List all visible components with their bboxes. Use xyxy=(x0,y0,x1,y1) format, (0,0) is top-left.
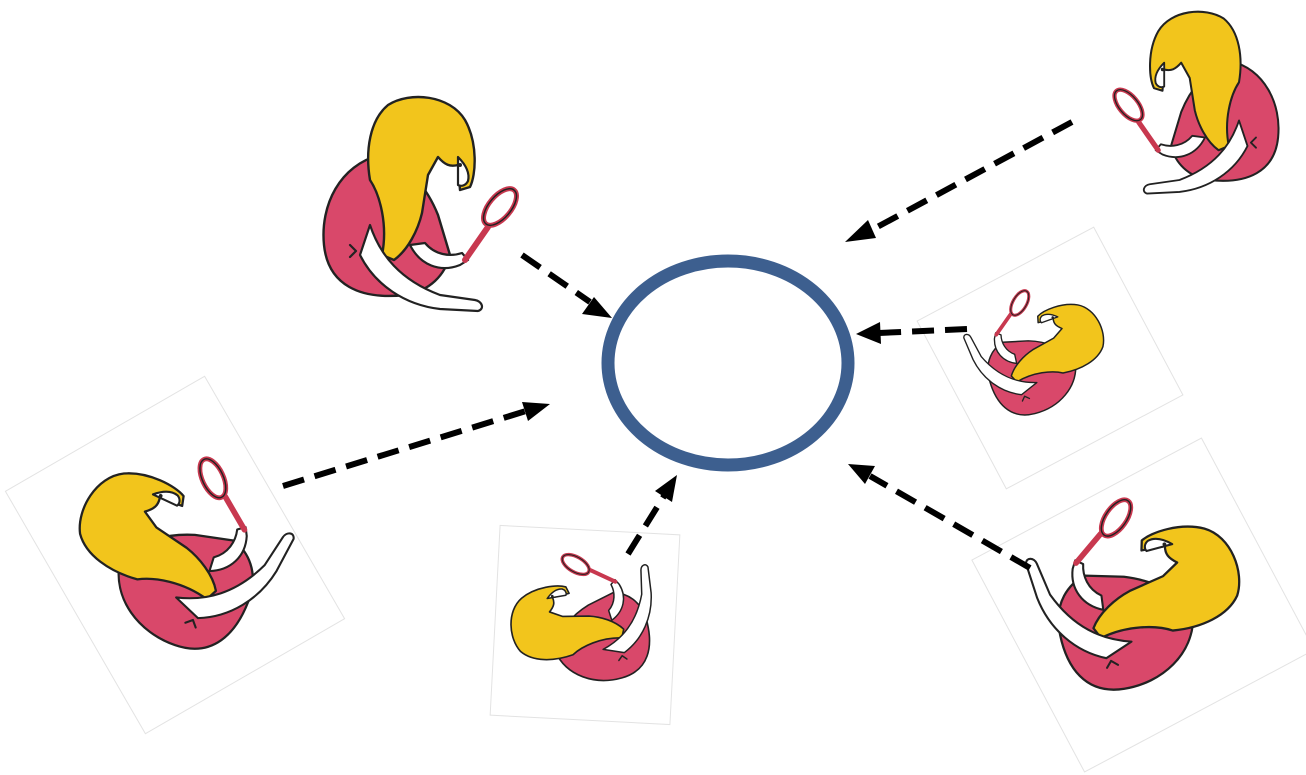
arrow xyxy=(520,252,612,318)
arrow xyxy=(848,464,1032,571)
arrow xyxy=(856,322,968,344)
arrow xyxy=(282,402,550,489)
person-with-magnifying-glass-icon xyxy=(323,97,522,311)
arrow xyxy=(845,119,1074,242)
person-with-magnifying-glass-icon xyxy=(1109,12,1278,194)
arrow xyxy=(625,475,677,556)
center-circle xyxy=(601,254,855,472)
